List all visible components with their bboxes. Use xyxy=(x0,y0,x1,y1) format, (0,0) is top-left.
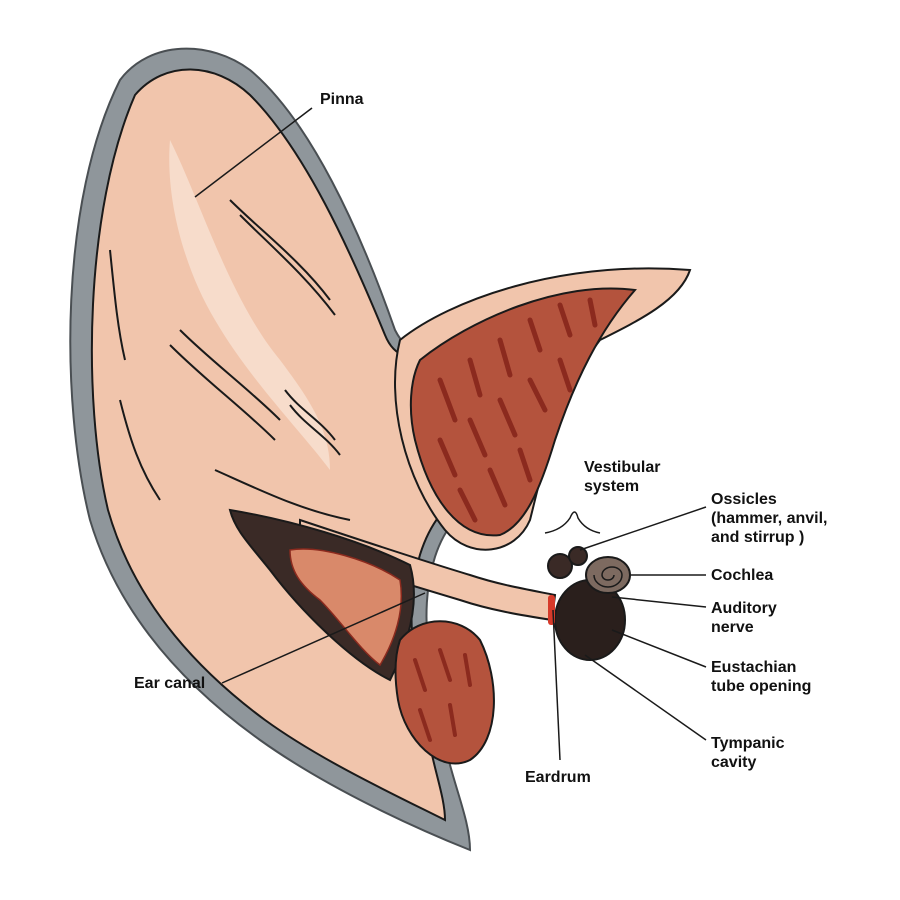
label-ossicles-line-2: (hammer, anvil, xyxy=(711,510,828,527)
leader-lines xyxy=(194,107,707,761)
ear-canal-gland xyxy=(289,548,403,667)
lower-muscle xyxy=(394,620,495,765)
label-vestibular-system-line-2: system xyxy=(584,478,640,495)
pinna-hatching xyxy=(109,199,351,521)
label-cochlea: Cochlea xyxy=(711,567,774,584)
label-eustachian-tube-opening: Eustachian tube opening xyxy=(711,658,811,696)
pinna-skin xyxy=(90,68,447,822)
label-tympanic-cavity-line-2: cavity xyxy=(711,754,757,771)
label-auditory-nerve-line-1: Auditory xyxy=(711,600,777,617)
label-auditory-nerve: Auditory nerve xyxy=(711,599,777,637)
label-eustachian-line-2: tube opening xyxy=(711,678,812,695)
label-ossicles-line-1: Ossicles xyxy=(711,491,777,508)
cochlea-spiral xyxy=(593,566,623,588)
pinna-fold-highlight xyxy=(169,140,330,470)
label-vestibular-system: Vestibular system xyxy=(584,458,660,496)
label-tympanic-cavity-line-1: Tympanic xyxy=(711,735,785,752)
label-vestibular-system-line-1: Vestibular xyxy=(584,459,661,476)
ossicles-shape xyxy=(547,553,573,579)
upper-muscle xyxy=(409,287,637,537)
label-ear-canal: Ear canal xyxy=(134,675,206,692)
upper-muscle-fibers xyxy=(437,297,598,523)
label-pinna: Pinna xyxy=(320,91,364,108)
label-ossicles: Ossicles (hammer, anvil, and stirrup ) xyxy=(711,490,828,547)
label-auditory-nerve-line-2: nerve xyxy=(711,619,754,636)
label-eustachian-line-1: Eustachian xyxy=(711,659,797,676)
vestibular-shape xyxy=(568,546,588,566)
label-tympanic-cavity: Tympanic cavity xyxy=(711,734,785,772)
label-ossicles-line-3: and stirrup ) xyxy=(711,529,805,546)
lower-muscle-fibers xyxy=(413,648,472,742)
label-eardrum: Eardrum xyxy=(525,769,591,786)
